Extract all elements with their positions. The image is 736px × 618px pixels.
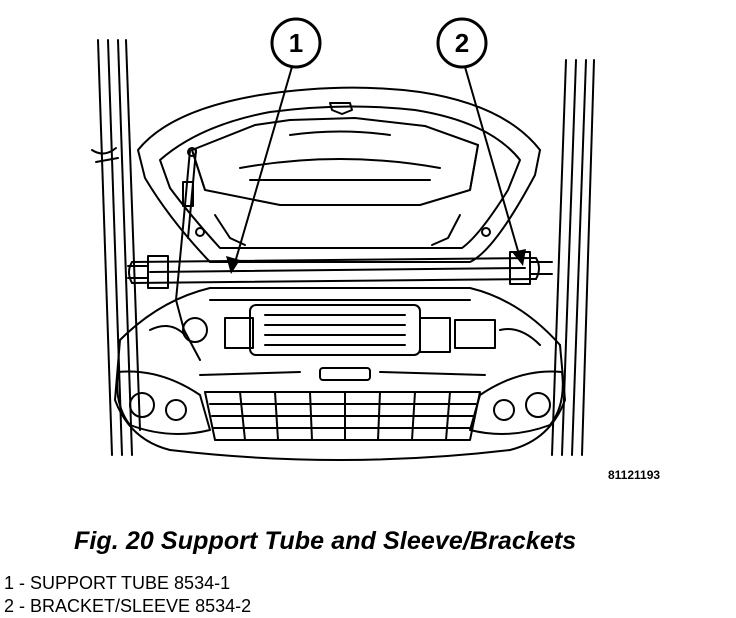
legend-item-1: 1 - SUPPORT TUBE 8534-1 [4, 573, 231, 593]
leader-lines [233, 59, 521, 267]
engine-bay [149, 299, 541, 381]
legend-list: 1 - SUPPORT TUBE 8534-1 2 - BRACKET/SLEE… [4, 572, 251, 618]
left-pillar [91, 39, 141, 456]
fenders [114, 287, 566, 451]
headlamp-left [116, 370, 211, 435]
leader-arrow-2 [512, 249, 526, 266]
legend-item-2: 2 - BRACKET/SLEEVE 8534-2 [4, 596, 252, 616]
figure-id: 81121193 [608, 468, 661, 482]
callout-2-number: 2 [455, 28, 469, 58]
open-hood [137, 86, 541, 263]
right-pillar [551, 59, 595, 456]
callout-1-number: 1 [289, 28, 303, 58]
figure-caption: Fig. 20 Support Tube and Sleeve/Brackets [74, 527, 577, 555]
support-tube [128, 257, 540, 284]
grille [169, 391, 511, 461]
vehicle-hood-diagram: 1 2 [91, 17, 595, 461]
callout-2: 2 [436, 17, 488, 69]
leader-arrow-1 [226, 256, 240, 274]
callout-1: 1 [270, 17, 322, 69]
tube-bracket-left [127, 255, 169, 289]
headlamp-right [469, 370, 564, 435]
hood-prop-rod [175, 147, 201, 361]
